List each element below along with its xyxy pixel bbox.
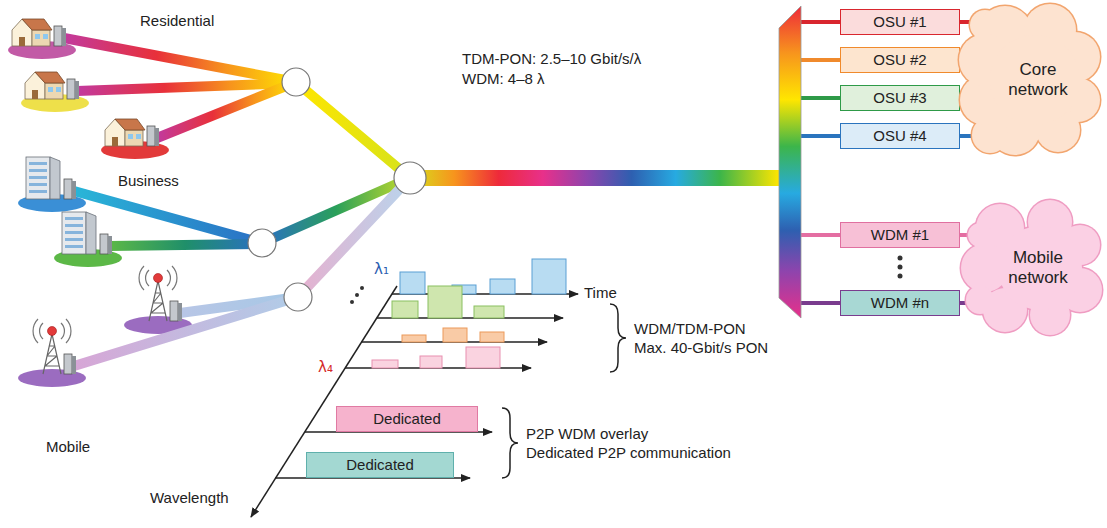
port-line xyxy=(800,233,841,237)
node-text: Dedicated xyxy=(346,456,414,473)
osu-box: OSU #2 xyxy=(840,47,960,73)
wdm-box: WDM #1 xyxy=(840,222,960,248)
burst-slot xyxy=(402,335,426,342)
fiber xyxy=(262,178,410,243)
node-text: WDM #n xyxy=(871,294,929,311)
burst-slot xyxy=(420,356,442,368)
dedicated-box: Dedicated xyxy=(306,452,454,478)
bracket-label: Dedicated P2P communication xyxy=(526,444,731,462)
axis-label: Wavelength xyxy=(150,489,229,507)
cloud-fill xyxy=(966,286,994,314)
antenna-icon xyxy=(33,319,76,374)
building-icon xyxy=(26,157,76,199)
fiber xyxy=(298,178,410,297)
splitter xyxy=(282,68,310,96)
curly-bracket xyxy=(610,304,626,372)
building-icon xyxy=(62,212,112,254)
cloud-fill xyxy=(968,223,992,247)
category-label: Mobile xyxy=(46,438,90,456)
continuation-dot xyxy=(350,300,354,304)
burst-slot xyxy=(400,272,425,294)
node-text: Dedicated xyxy=(373,410,441,427)
splitter xyxy=(394,162,426,194)
burst-slot xyxy=(392,301,418,318)
fiber xyxy=(157,82,296,138)
house-icon xyxy=(105,119,159,146)
continuation-dot xyxy=(355,293,359,297)
port-line xyxy=(800,134,841,138)
node-text: WDM #1 xyxy=(871,226,929,243)
burst-slot xyxy=(532,259,566,294)
burst-slot xyxy=(474,306,504,318)
spec-label: WDM: 4–8 λ xyxy=(462,70,545,88)
splitter xyxy=(284,283,312,311)
burst-slot xyxy=(443,328,467,342)
wdm-box: WDM #n xyxy=(840,290,960,316)
house-icon xyxy=(25,72,79,99)
fiber xyxy=(77,83,296,91)
port-line xyxy=(800,58,841,62)
trunk-fiber xyxy=(410,170,780,186)
category-label: Residential xyxy=(140,12,214,30)
fiber xyxy=(296,82,410,178)
cloud-fill xyxy=(990,35,1080,125)
bracket-label: Max. 40-Gbit/s PON xyxy=(634,339,768,357)
burst-slot xyxy=(428,286,462,318)
splitter xyxy=(248,229,276,257)
node-text: OSU #4 xyxy=(873,127,926,144)
bracket-label: P2P WDM overlay xyxy=(526,425,648,443)
burst-slot xyxy=(490,279,515,294)
wavelength-label: λ₁ xyxy=(374,260,389,278)
burst-slot xyxy=(480,332,504,342)
bracket-label: WDM/TDM-PON xyxy=(634,320,746,338)
port-line xyxy=(800,301,841,305)
fiber xyxy=(74,297,298,366)
antenna-icon xyxy=(139,266,182,321)
wdm-multiplexer xyxy=(779,6,801,318)
spec-label: TDM-PON: 2.5–10 Gbit/s/λ xyxy=(462,50,641,68)
dedicated-box: Dedicated xyxy=(336,406,478,432)
port-line xyxy=(800,96,841,100)
wavelength-axis xyxy=(251,286,397,517)
curly-bracket xyxy=(502,408,518,478)
node-text: OSU #1 xyxy=(873,13,926,30)
burst-slot xyxy=(372,360,398,368)
fiber xyxy=(64,38,296,82)
cloud-fill xyxy=(998,226,1082,310)
network-cloud: Core network xyxy=(976,5,1100,155)
node-text: OSU #2 xyxy=(873,51,926,68)
continuation-dot xyxy=(360,286,364,290)
burst-slot xyxy=(466,347,500,368)
osu-box: OSU #1 xyxy=(840,9,960,35)
continuation-dot xyxy=(898,256,903,261)
port-line xyxy=(800,20,841,24)
node-text: Mobile network xyxy=(998,248,1078,287)
node-text: OSU #3 xyxy=(873,89,926,106)
fiber xyxy=(110,244,262,246)
continuation-dot xyxy=(898,274,903,279)
node-text: Core network xyxy=(998,60,1078,99)
house-icon xyxy=(12,19,66,46)
category-label: Business xyxy=(118,172,179,190)
osu-box: OSU #3 xyxy=(840,85,960,111)
wavelength-label: λ₄ xyxy=(318,358,333,376)
osu-box: OSU #4 xyxy=(840,123,960,149)
network-cloud: Mobile network xyxy=(976,200,1100,336)
axis-label: Time xyxy=(584,284,617,302)
continuation-dot xyxy=(898,265,903,270)
